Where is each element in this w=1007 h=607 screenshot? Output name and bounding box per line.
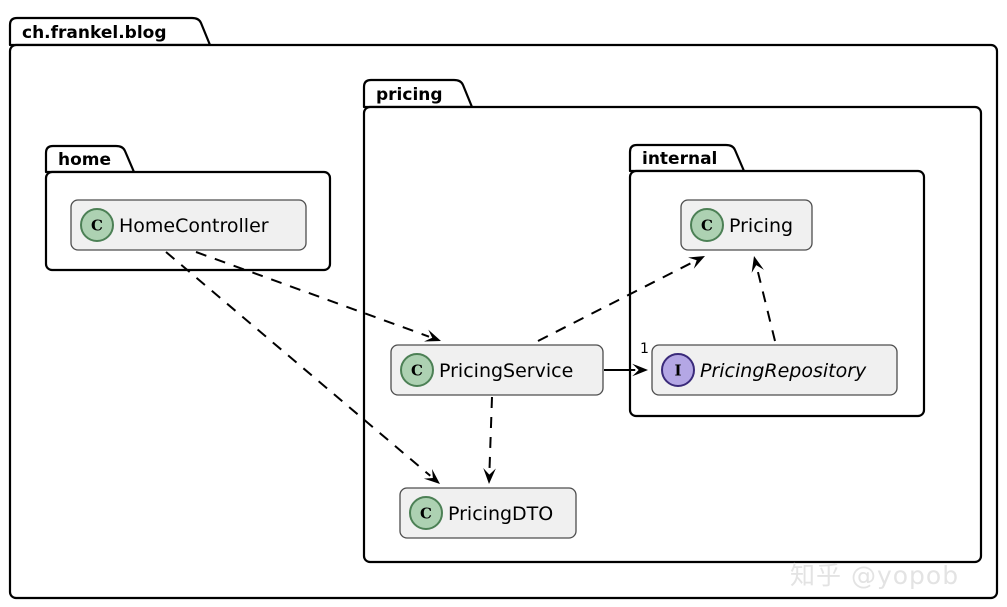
- edge-home-controller-to-pricing-dto[interactable]: [165, 251, 440, 484]
- arrow-head: [424, 329, 441, 342]
- edge-multiplicity-label: 1: [640, 341, 649, 357]
- edge-line: [195, 251, 430, 338]
- node-label: PricingRepository: [700, 360, 867, 382]
- node-box: [399, 487, 577, 539]
- node-label: HomeController: [119, 215, 269, 237]
- arrow-head: [688, 256, 705, 269]
- node-box: [70, 199, 307, 251]
- edge-line: [756, 268, 776, 342]
- edge-pricing-service-to-pricing-dto[interactable]: [483, 396, 496, 484]
- class-stereotype-icon: [80, 208, 114, 242]
- arrow-head: [423, 468, 440, 484]
- class-stereotype-icon: [690, 208, 724, 242]
- package-label: ch.frankel.blog: [22, 23, 167, 43]
- node-label: Pricing: [729, 215, 793, 237]
- interface-stereotype-icon: [661, 353, 695, 387]
- class-stereotype-icon: [400, 353, 434, 387]
- node-home-controller[interactable]: C HomeController: [70, 199, 307, 251]
- edge-line: [537, 260, 695, 342]
- node-box: [390, 344, 604, 396]
- edge-line: [165, 251, 431, 477]
- stereotype-letter: C: [91, 217, 103, 235]
- arrow-head: [483, 468, 496, 484]
- edge-pricing-repository-to-pricing[interactable]: [751, 256, 776, 342]
- edge-line: [488, 396, 493, 472]
- arrow-head: [751, 256, 764, 273]
- node-pricing[interactable]: C Pricing: [680, 199, 813, 251]
- package-label: home: [58, 150, 111, 170]
- stereotype-letter: C: [411, 362, 423, 380]
- node-pricing-repository[interactable]: I PricingRepository: [651, 344, 898, 396]
- edge-pricing-service-to-pricing[interactable]: [537, 256, 705, 342]
- class-stereotype-icon: [409, 496, 443, 530]
- node-box: [651, 344, 898, 396]
- node-pricing-service[interactable]: C PricingService: [390, 344, 604, 396]
- node-label: PricingService: [439, 360, 573, 382]
- stereotype-letter: I: [674, 362, 681, 380]
- edge-home-controller-to-pricing-service[interactable]: [195, 251, 441, 342]
- stereotype-letter: C: [420, 505, 432, 523]
- stereotype-letter: C: [701, 217, 713, 235]
- node-pricing-dto[interactable]: C PricingDTO: [399, 487, 577, 539]
- package-label: internal: [642, 149, 717, 169]
- edge-pricing-service-to-pricing-repository[interactable]: 1: [604, 341, 649, 377]
- package-label: pricing: [376, 85, 443, 105]
- node-label: PricingDTO: [448, 503, 553, 525]
- watermark-zhihu: 知乎 @yopob: [790, 561, 960, 590]
- arrow-head: [632, 363, 648, 377]
- edges-layer: 1: [165, 251, 776, 484]
